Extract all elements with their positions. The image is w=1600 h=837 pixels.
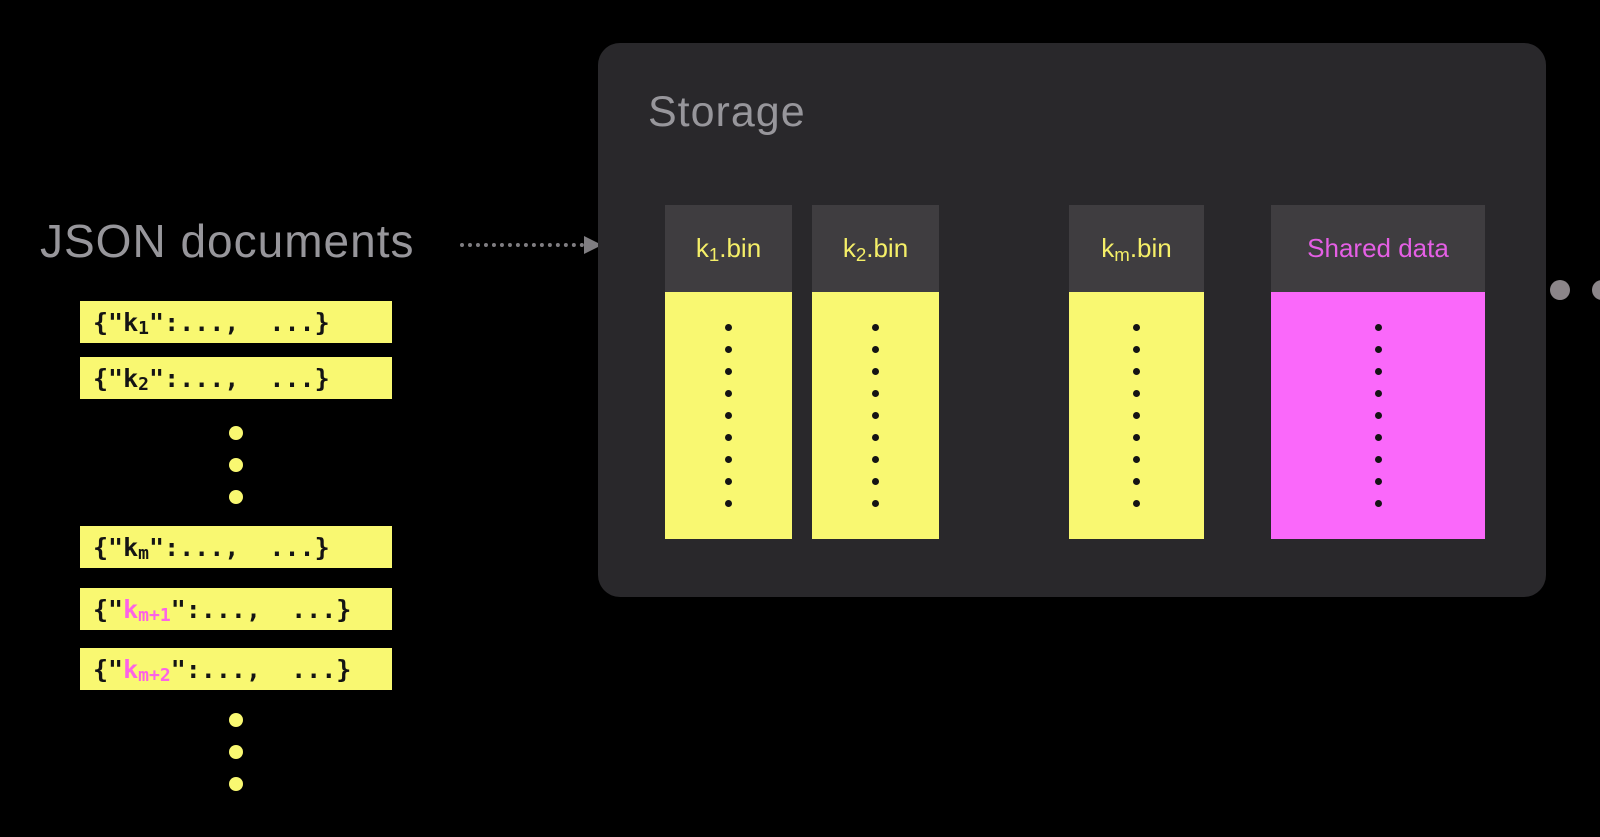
bin-content-dots <box>1374 324 1382 507</box>
bin-label: k2.bin <box>842 233 909 266</box>
bin-body <box>665 292 792 539</box>
storage-panel: Storage k1.bin k2.bin km.bin <box>598 43 1600 597</box>
doc-text-prefix: {" <box>93 532 124 562</box>
doc-key: k2 <box>123 363 150 396</box>
bin-header: km.bin <box>1069 205 1204 292</box>
vertical-ellipsis-icon <box>229 713 243 791</box>
arrow-head-icon <box>584 236 602 254</box>
doc-bar-k1: {"k1":..., ...} <box>80 301 392 343</box>
doc-bar-km2: {"km+2":..., ...} <box>80 648 392 690</box>
bin-header: k1.bin <box>665 205 792 292</box>
arrow-dotted-line <box>460 243 584 247</box>
storage-bin-k1: k1.bin <box>665 205 792 539</box>
bin-content-dots <box>872 324 879 507</box>
doc-text-prefix: {" <box>93 594 124 624</box>
storage-title: Storage <box>648 88 806 136</box>
doc-text-prefix: {" <box>93 654 124 684</box>
bin-label: Shared data <box>1307 233 1449 263</box>
doc-bar-k2: {"k2":..., ...} <box>80 357 392 399</box>
storage-bin-k2: k2.bin <box>812 205 939 539</box>
doc-bar-km: {"km":..., ...} <box>80 526 392 568</box>
doc-bar-km1: {"km+1":..., ...} <box>80 588 392 630</box>
vertical-ellipsis-icon <box>229 426 243 504</box>
json-documents-title: JSON documents <box>40 215 415 267</box>
doc-key: km <box>123 532 150 565</box>
bin-label: k1.bin <box>695 233 762 266</box>
bin-header: Shared data <box>1271 205 1485 292</box>
bin-content-dots <box>725 324 732 507</box>
bin-body <box>1271 292 1485 539</box>
doc-text-suffix: ":..., ...} <box>149 532 330 562</box>
storage-bin-shared-data: Shared data <box>1271 205 1485 539</box>
bin-body <box>1069 292 1204 539</box>
doc-key-highlighted: km+1 <box>123 594 171 627</box>
doc-key: k1 <box>123 307 150 340</box>
doc-text-prefix: {" <box>93 307 124 337</box>
doc-text-prefix: {" <box>93 363 124 393</box>
bin-body <box>812 292 939 539</box>
doc-text-suffix: ":..., ...} <box>149 307 330 337</box>
storage-bin-km: km.bin <box>1069 205 1204 539</box>
bin-label: km.bin <box>1101 233 1172 266</box>
horizontal-ellipsis-icon <box>1550 280 1600 300</box>
doc-text-suffix: ":..., ...} <box>170 654 352 684</box>
doc-text-suffix: ":..., ...} <box>149 363 330 393</box>
doc-text-suffix: ":..., ...} <box>170 594 352 624</box>
bin-header: k2.bin <box>812 205 939 292</box>
doc-key-highlighted: km+2 <box>123 654 171 687</box>
bin-content-dots <box>1133 324 1140 507</box>
